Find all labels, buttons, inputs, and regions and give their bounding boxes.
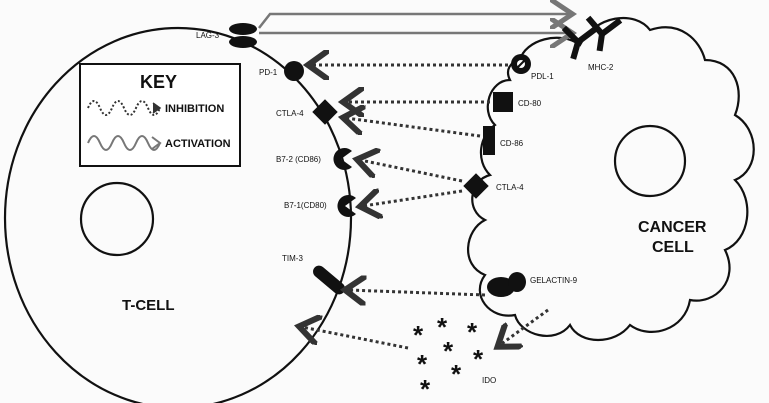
lag3-receptor-bottom [229, 36, 257, 48]
cd86-ligand [483, 126, 495, 155]
svg-text:*: * [417, 349, 428, 379]
tim3-receptor [313, 265, 345, 295]
key-activation-label: ACTIVATION [165, 138, 231, 150]
ctla4-cancer-ligand [463, 173, 489, 199]
svg-text:*: * [467, 317, 478, 347]
tcell-membrane [3, 26, 353, 403]
svg-text:*: * [437, 312, 448, 342]
lag3-label: LAG-3 [196, 31, 220, 40]
cancer-cell-membrane [467, 16, 755, 342]
ido-label: IDO [482, 376, 496, 385]
cancer-label-line2: CELL [652, 239, 694, 256]
galectin9-ligand-b [508, 272, 526, 292]
key-inhibition-label: INHIBITION [165, 103, 224, 115]
svg-text:*: * [413, 320, 424, 350]
pd1-label: PD-1 [259, 68, 278, 77]
lag3-receptor-top [229, 23, 257, 35]
cd80-ligand [493, 92, 513, 112]
cancer-label-line1: CANCER [638, 219, 707, 236]
b72-label: B7-2 (CD86) [276, 155, 321, 164]
inhibition-arrow-ctla4-b72 [360, 160, 463, 183]
ctla4-receptor [312, 99, 338, 125]
key-inhibition-arrowhead [152, 102, 162, 114]
pd1-receptor [284, 61, 304, 81]
key-activation-wave [87, 135, 161, 151]
cd86-label: CD-86 [500, 139, 524, 148]
tim3-label: TIM-3 [282, 254, 303, 263]
key-inhibition-wave [87, 100, 161, 116]
svg-text:*: * [420, 374, 431, 403]
mhc2-label: MHC-2 [588, 63, 614, 72]
key-activation-arrowhead [151, 136, 162, 150]
svg-text:*: * [473, 344, 484, 374]
pdl1-label: PDL-1 [531, 72, 554, 81]
inhibition-arrow-cancer-ido [500, 308, 549, 345]
ctla4-tcell-label: CTLA-4 [276, 109, 304, 118]
mhc2-molecule [561, 15, 623, 60]
b72-receptor [333, 148, 352, 171]
inhibition-arrow-ctla4-b71 [363, 191, 463, 206]
galectin9-label: GELACTIN-9 [530, 276, 578, 285]
cd80-label: CD-80 [518, 99, 542, 108]
inhibition-arrow-cd86-ctla4 [346, 118, 481, 138]
ctla4-cancer-label: CTLA-4 [496, 183, 524, 192]
pdl1-ligand-stripe [515, 58, 527, 70]
b71-receptor [337, 194, 356, 217]
ido-molecules: * * * * * * * * [413, 312, 484, 403]
inhibition-arrow-ido-tcell [302, 327, 409, 350]
svg-text:*: * [451, 359, 462, 389]
activation-arrow-upper [258, 14, 570, 28]
b71-label: B7-1(CD80) [284, 201, 327, 210]
tcell-label: T-CELL [122, 297, 175, 314]
inhibition-arrow-galectin9-tim3 [348, 290, 486, 295]
key-title: KEY [140, 72, 177, 92]
svg-text:*: * [443, 336, 454, 366]
cancer-nucleus [613, 124, 687, 198]
tcell-nucleus [79, 181, 155, 257]
